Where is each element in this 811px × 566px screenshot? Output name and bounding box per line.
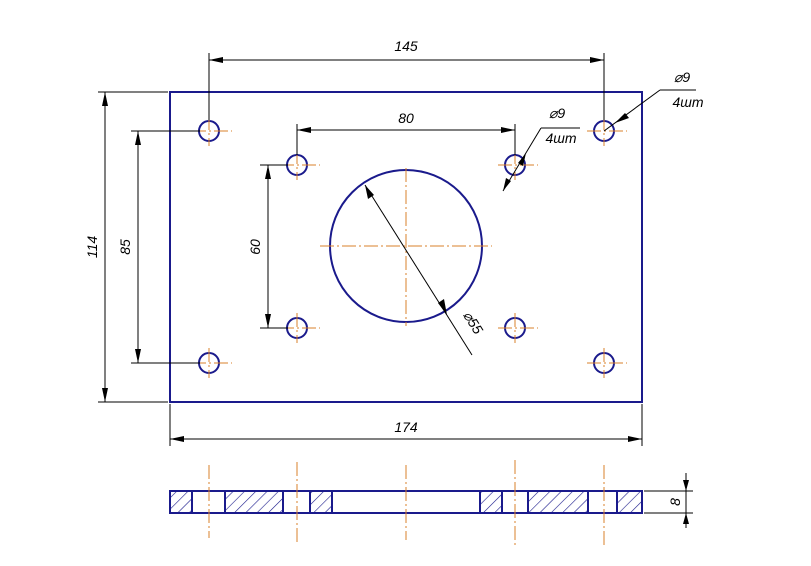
callout-inner-hole: ⌀9 4шт — [502, 105, 580, 192]
dim-holes-outer-span: 145 — [208, 38, 605, 120]
dim-thickness: 8 — [644, 473, 693, 528]
dim-label-85: 85 — [117, 239, 133, 255]
callout-outer-quantity: 4шт — [672, 94, 703, 110]
callout-outer-diameter: ⌀9 — [674, 69, 690, 85]
section-hatch — [224, 490, 284, 514]
dim-center-bore: ⌀55 — [364, 184, 486, 356]
dim-holes-inner-span: 80 — [296, 110, 516, 155]
dim-holes-inner-vertical: 60 — [247, 164, 288, 329]
section-hatch — [169, 490, 193, 514]
dim-label-145: 145 — [394, 38, 418, 54]
dim-label-60: 60 — [247, 239, 263, 255]
callout-inner-diameter: ⌀9 — [549, 105, 565, 121]
dim-plate-height: 114 — [84, 91, 168, 403]
section-hatch — [616, 490, 643, 514]
dim-label-80: 80 — [398, 110, 414, 126]
dim-label-8: 8 — [667, 498, 683, 506]
section-hatch — [527, 490, 589, 514]
plate-outline — [169, 91, 643, 403]
top-view: 145 80 114 85 — [84, 38, 704, 446]
dim-holes-outer-vertical: 85 — [117, 130, 200, 364]
dim-label-174: 174 — [394, 419, 418, 435]
outer-holes — [192, 116, 627, 378]
section-hatch — [479, 490, 503, 514]
callout-inner-quantity: 4шт — [545, 130, 576, 146]
dim-label-114: 114 — [84, 236, 100, 259]
section-hatch — [309, 490, 333, 514]
callout-outer-hole: ⌀9 4шт — [603, 69, 704, 132]
section-view: 8 — [169, 460, 693, 545]
dim-plate-width: 174 — [169, 404, 643, 446]
dim-label-55: ⌀55 — [460, 308, 486, 337]
